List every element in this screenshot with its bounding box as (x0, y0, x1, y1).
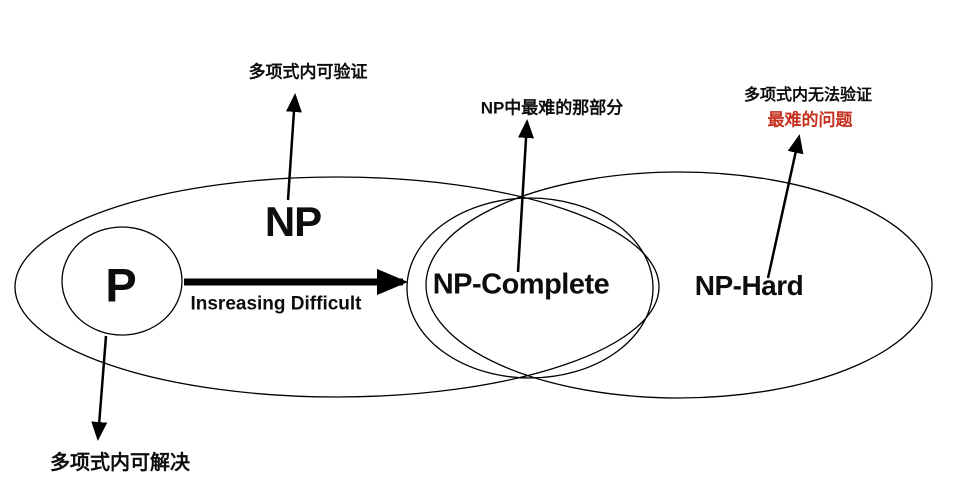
np-hard-annotation-line2-red: 最难的问题 (767, 110, 853, 130)
np-set-label: NP (264, 198, 322, 245)
p-set-label: P (105, 258, 137, 312)
np-complete-set-label: NP-Complete (432, 268, 610, 301)
np-complete-annotation-arrow (516, 119, 535, 273)
np-hard-annotation-arrow (766, 134, 804, 279)
np-ellipse (14, 176, 660, 398)
p-annotation-text: 多项式内可解决 (50, 452, 190, 474)
np-complete-annotation-text: NP中最难的那部分 (480, 98, 624, 118)
np-hard-set-label: NP-Hard (694, 270, 804, 301)
np-hard-ellipse (425, 171, 933, 399)
np-hard-annotation-line1: 多项式内无法验证 (743, 87, 873, 104)
np-annotation-arrow (285, 93, 302, 201)
p-annotation-arrow (91, 335, 108, 441)
difficulty-arrow-label: Insreasing Difficult (190, 293, 362, 315)
p-circle (61, 226, 183, 336)
np-annotation-text: 多项式内可验证 (248, 62, 368, 82)
